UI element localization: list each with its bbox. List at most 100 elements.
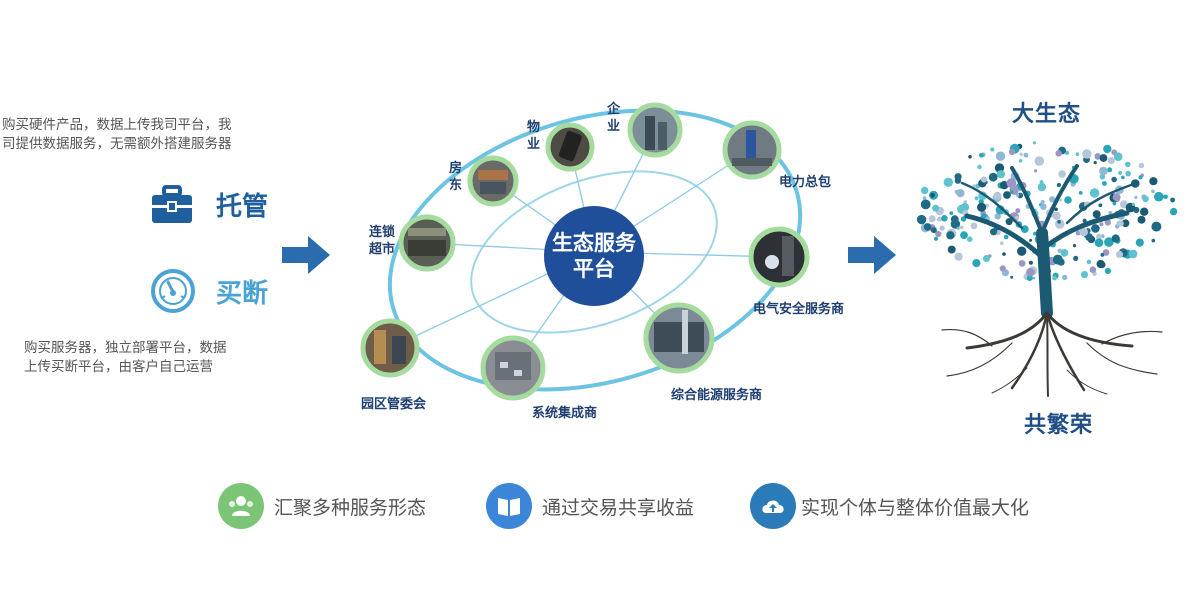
canopy-dot (1089, 188, 1100, 198)
node-label-fangdong: 房东 (449, 161, 463, 193)
canopy-dot (999, 265, 1006, 272)
canopy-dot (947, 245, 956, 254)
canopy-dot (1151, 189, 1155, 194)
canopy-dot (1040, 203, 1047, 210)
canopy-dot (1151, 221, 1162, 232)
canopy-dot (921, 186, 929, 195)
canopy-dot (1010, 190, 1014, 194)
canopy-dot (1112, 193, 1121, 202)
canopy-dot (1018, 260, 1026, 267)
canopy-dot (956, 226, 960, 230)
node-yuanqu-photo (360, 318, 420, 378)
canopy-dot (1052, 275, 1057, 281)
canopy-dot (1034, 156, 1045, 166)
canopy-dot (1094, 238, 1104, 247)
canopy-dot (923, 223, 932, 231)
canopy-dot (1138, 175, 1143, 180)
node-label-qiye: 企业 (607, 102, 621, 134)
center-title-line: 平台 (573, 257, 615, 281)
canopy-dot (1029, 238, 1033, 242)
canopy-dot (1082, 218, 1087, 223)
canopy-dot (1060, 249, 1069, 257)
canopy-dot (1033, 231, 1037, 236)
canopy-dot (1131, 202, 1135, 206)
arrow-right-icon (282, 236, 330, 278)
canopy-dot (1128, 249, 1138, 259)
canopy-dot (1096, 233, 1102, 240)
canopy-dot (977, 202, 987, 212)
node-wuye-photo (545, 122, 595, 172)
canopy-dot (1010, 275, 1014, 279)
canopy-dot (1056, 182, 1061, 188)
canopy-dot (1057, 220, 1061, 224)
canopy-dot (1072, 244, 1077, 248)
canopy-dot (1121, 219, 1130, 228)
canopy-dot (1064, 196, 1072, 204)
center-platform-title: 生态服务 平台 (544, 230, 644, 282)
canopy-dot (1096, 259, 1105, 269)
canopy-dot (950, 215, 959, 224)
canopy-dot (1052, 254, 1063, 265)
canopy-dot (1102, 249, 1110, 256)
canopy-dot (930, 227, 937, 234)
canopy-dot (1089, 266, 1097, 273)
canopy-dot (916, 214, 927, 225)
canopy-dot (1125, 170, 1131, 177)
tree-icon (916, 141, 1178, 397)
canopy-dot (1116, 220, 1122, 226)
canopy-dot (977, 164, 982, 170)
canopy-dot (1075, 152, 1080, 156)
bottom-item-text: 汇聚多种服务形态 (274, 497, 427, 519)
canopy-dot (1140, 207, 1149, 216)
canopy-dot (1113, 152, 1123, 161)
canopy-dot (1103, 144, 1112, 154)
canopy-dot (930, 192, 935, 198)
speedometer-icon (150, 268, 196, 314)
canopy-dot (1093, 161, 1097, 165)
node-dianli-photo (722, 120, 782, 180)
node-label-liansuo: 连锁超市 (369, 225, 396, 257)
canopy-dot (1005, 218, 1013, 226)
canopy-dot (946, 231, 955, 240)
canopy-dot (970, 222, 978, 230)
canopy-dot (996, 170, 1005, 179)
canopy-dot (1057, 248, 1062, 253)
canopy-dot (933, 236, 939, 241)
canopy-dot (1151, 238, 1156, 243)
canopy-dot (1107, 167, 1113, 173)
canopy-dot (994, 213, 1001, 220)
canopy-dot (936, 216, 942, 222)
canopy-dot (1000, 181, 1009, 190)
canopy-dot (967, 236, 973, 242)
canopy-dot (1149, 177, 1158, 186)
buyout-description: 购买服务器，独立部署平台，数据 上传买断平台，由客户自己运营 (24, 339, 227, 377)
canopy-dot (1111, 234, 1120, 243)
hosting-label: 托管 (216, 192, 269, 222)
node-label-dianli: 电力总包 (779, 175, 832, 190)
people-icon (218, 483, 264, 529)
canopy-dot (960, 202, 970, 212)
canopy-dot (1003, 191, 1011, 199)
node-label-dianqi: 电气安全服务商 (753, 302, 845, 317)
canopy-dot (1023, 152, 1029, 158)
inner-ring (470, 170, 718, 334)
canopy-dot (962, 233, 968, 239)
canopy-dot (1008, 148, 1016, 155)
canopy-dot (1108, 211, 1113, 215)
canopy-dot (1006, 178, 1017, 189)
canopy-dot (1064, 150, 1070, 155)
canopy-dot (1137, 215, 1146, 224)
node-label-xitong: 系统集成商 (532, 406, 598, 421)
canopy-dot (1019, 152, 1023, 156)
buyout-description-line: 上传买断平台，由客户自己运营 (24, 359, 213, 375)
canopy-dot (1142, 195, 1149, 203)
prosperity-title: 共繁荣 (1024, 413, 1094, 438)
node-liansuo-photo (398, 214, 456, 272)
canopy-dot (943, 177, 953, 187)
canopy-dot (1086, 259, 1092, 265)
canopy-dot (1111, 176, 1117, 183)
canopy-dot (974, 196, 979, 201)
canopy-dot (1125, 161, 1131, 168)
node-fangdong-photo (467, 155, 519, 207)
